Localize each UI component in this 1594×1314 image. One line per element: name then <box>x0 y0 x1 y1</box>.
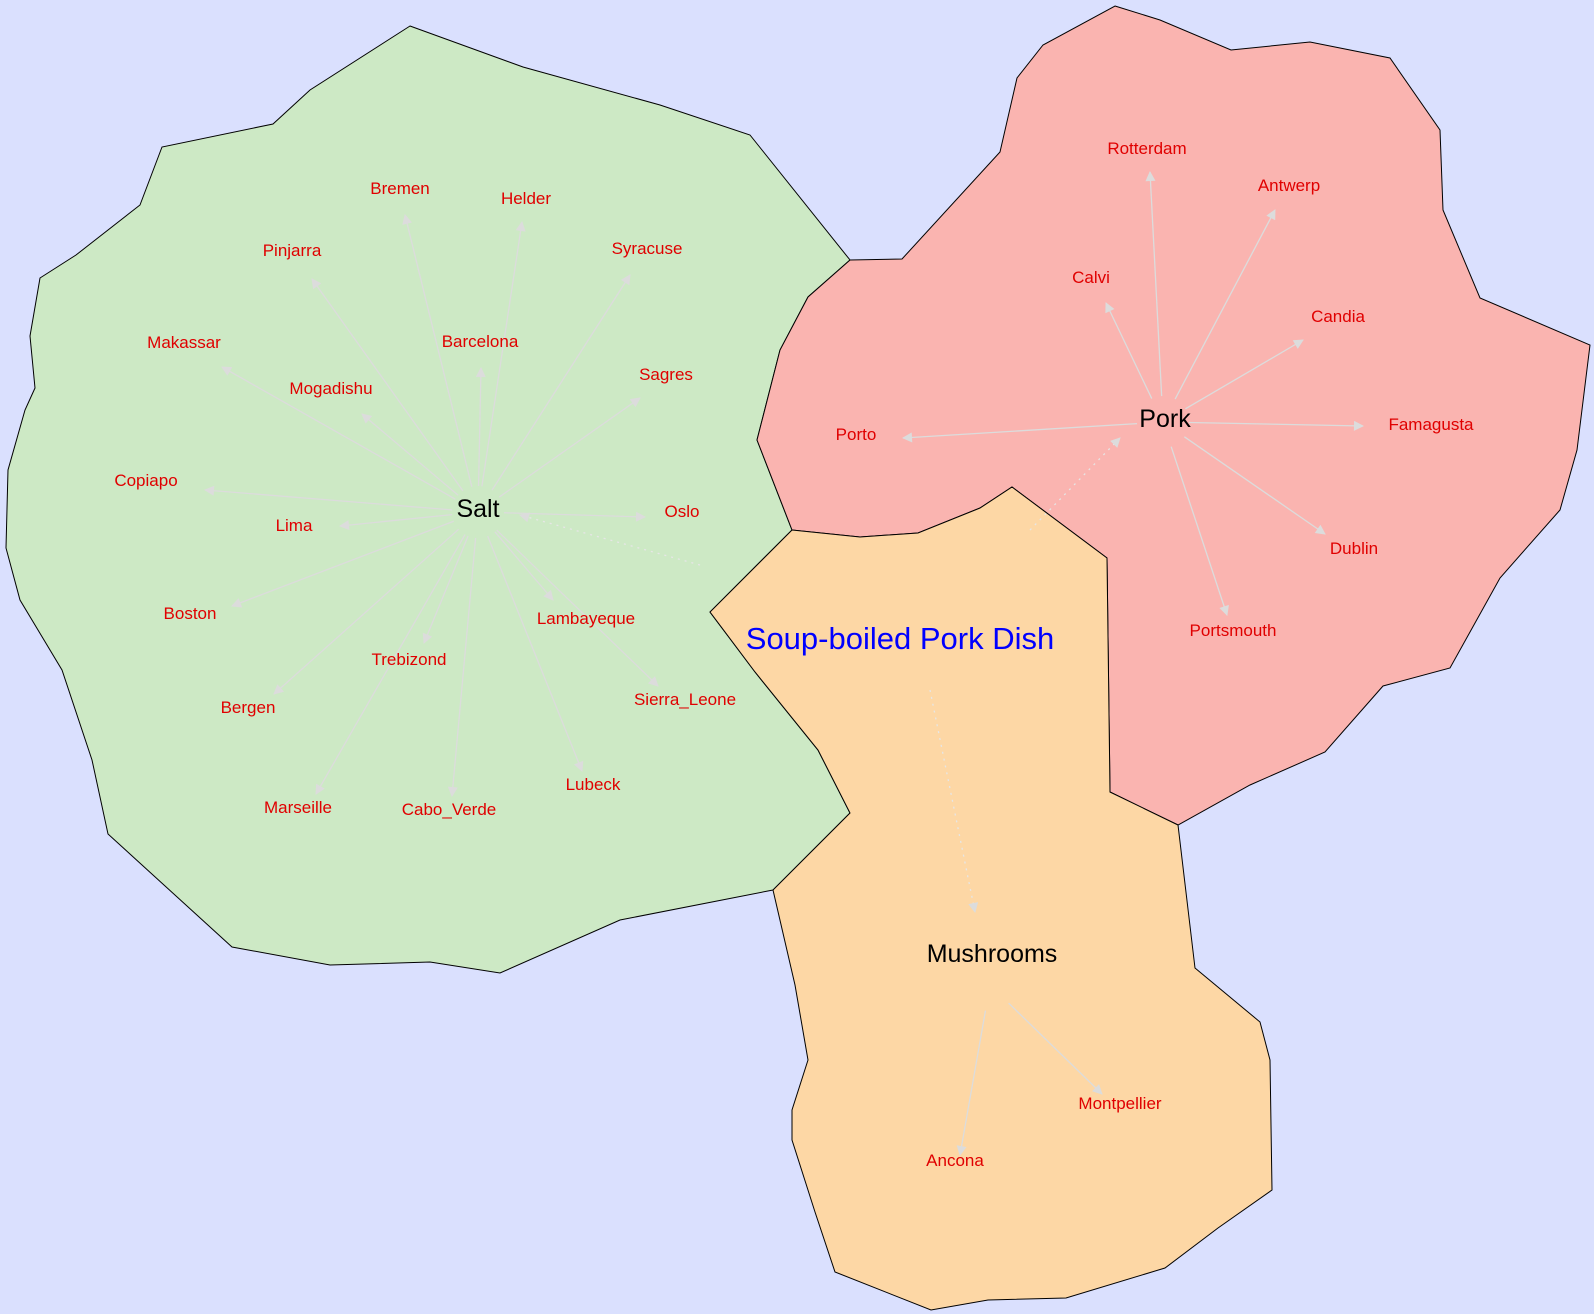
diagram-title: Soup-boiled Pork Dish <box>746 621 1054 656</box>
city-label: Trebizond <box>372 650 447 669</box>
salt-region <box>5 25 851 974</box>
city-label: Montpellier <box>1078 1094 1161 1113</box>
city-label: Ancona <box>926 1151 984 1170</box>
salt-edge-boston <box>231 520 454 608</box>
salt-edge-bergen <box>273 528 460 695</box>
salt-edge-barcelona <box>475 367 486 487</box>
mushrooms-hub-label: Mushrooms <box>927 940 1058 968</box>
city-label: Famagusta <box>1388 415 1474 434</box>
dish-to-salt-edge <box>519 512 701 566</box>
salt-edge-sagres <box>498 397 641 498</box>
mushrooms-edge-ancona <box>956 1010 987 1156</box>
salt-edge-lima <box>339 513 453 531</box>
mushrooms-region <box>709 486 1273 1311</box>
pork-hub-label: Pork <box>1139 405 1191 433</box>
city-label: Sierra_Leone <box>634 690 736 709</box>
city-label: Rotterdam <box>1107 139 1186 158</box>
pork-edge-dublin <box>1184 436 1326 535</box>
salt-edge-sierra_leone <box>496 529 659 687</box>
salt-edge-copiapo <box>204 485 453 511</box>
dish-to-pork-edge <box>1029 437 1121 531</box>
pork-edge-rotterdam <box>1145 171 1163 397</box>
city-label: Pinjarra <box>263 241 322 260</box>
pork-edge-calvi <box>1105 302 1153 399</box>
salt-edge-lambayeque <box>494 531 554 601</box>
city-label: Dublin <box>1330 539 1378 558</box>
dish-to-mushrooms-edge <box>929 689 979 913</box>
salt-edge-syracuse <box>491 274 631 491</box>
mushrooms-edge-montpellier <box>1008 1002 1103 1095</box>
city-label: Sagres <box>639 365 693 384</box>
salt-edge-mogadishu <box>361 413 459 496</box>
pork-edge-famagusta <box>1188 420 1364 431</box>
city-label: Lima <box>276 516 313 535</box>
salt-hub-label: Salt <box>456 495 499 523</box>
pork-edge-porto <box>902 422 1138 443</box>
salt-edge-helder <box>481 221 526 487</box>
city-label: Boston <box>164 604 217 623</box>
salt-edge-cabo_verde <box>447 537 477 797</box>
city-label: Porto <box>836 425 877 444</box>
salt-edge-makassar <box>221 366 456 500</box>
city-label: Lubeck <box>566 775 621 794</box>
city-label: Candia <box>1311 307 1365 326</box>
city-label: Calvi <box>1072 268 1110 287</box>
city-label: Copiapo <box>114 471 177 490</box>
city-label: Syracuse <box>612 239 683 258</box>
city-label: Bergen <box>221 698 276 717</box>
city-label: Cabo_Verde <box>402 800 497 819</box>
edge-layer <box>204 171 1364 1156</box>
city-label: Lambayeque <box>537 609 635 628</box>
city-label: Oslo <box>665 502 700 521</box>
city-label: Makassar <box>147 333 221 352</box>
pork-edge-portsmouth <box>1170 446 1229 616</box>
city-label: Bremen <box>370 179 430 198</box>
salt-edge-trebizond <box>422 535 469 644</box>
salt-edge-marseille <box>315 534 466 795</box>
city-label: Mogadishu <box>289 379 372 398</box>
city-label: Marseille <box>264 798 332 817</box>
city-label: Helder <box>501 189 551 208</box>
pork-edge-candia <box>1185 339 1304 410</box>
city-label: Barcelona <box>442 332 519 351</box>
salt-edge-pinjarra <box>311 278 464 492</box>
salt-edge-lubeck <box>487 535 584 772</box>
city-label: Antwerp <box>1258 176 1320 195</box>
city-label: Portsmouth <box>1190 621 1277 640</box>
pork-edge-antwerp <box>1174 209 1276 400</box>
salt-edge-bremen <box>402 214 473 487</box>
